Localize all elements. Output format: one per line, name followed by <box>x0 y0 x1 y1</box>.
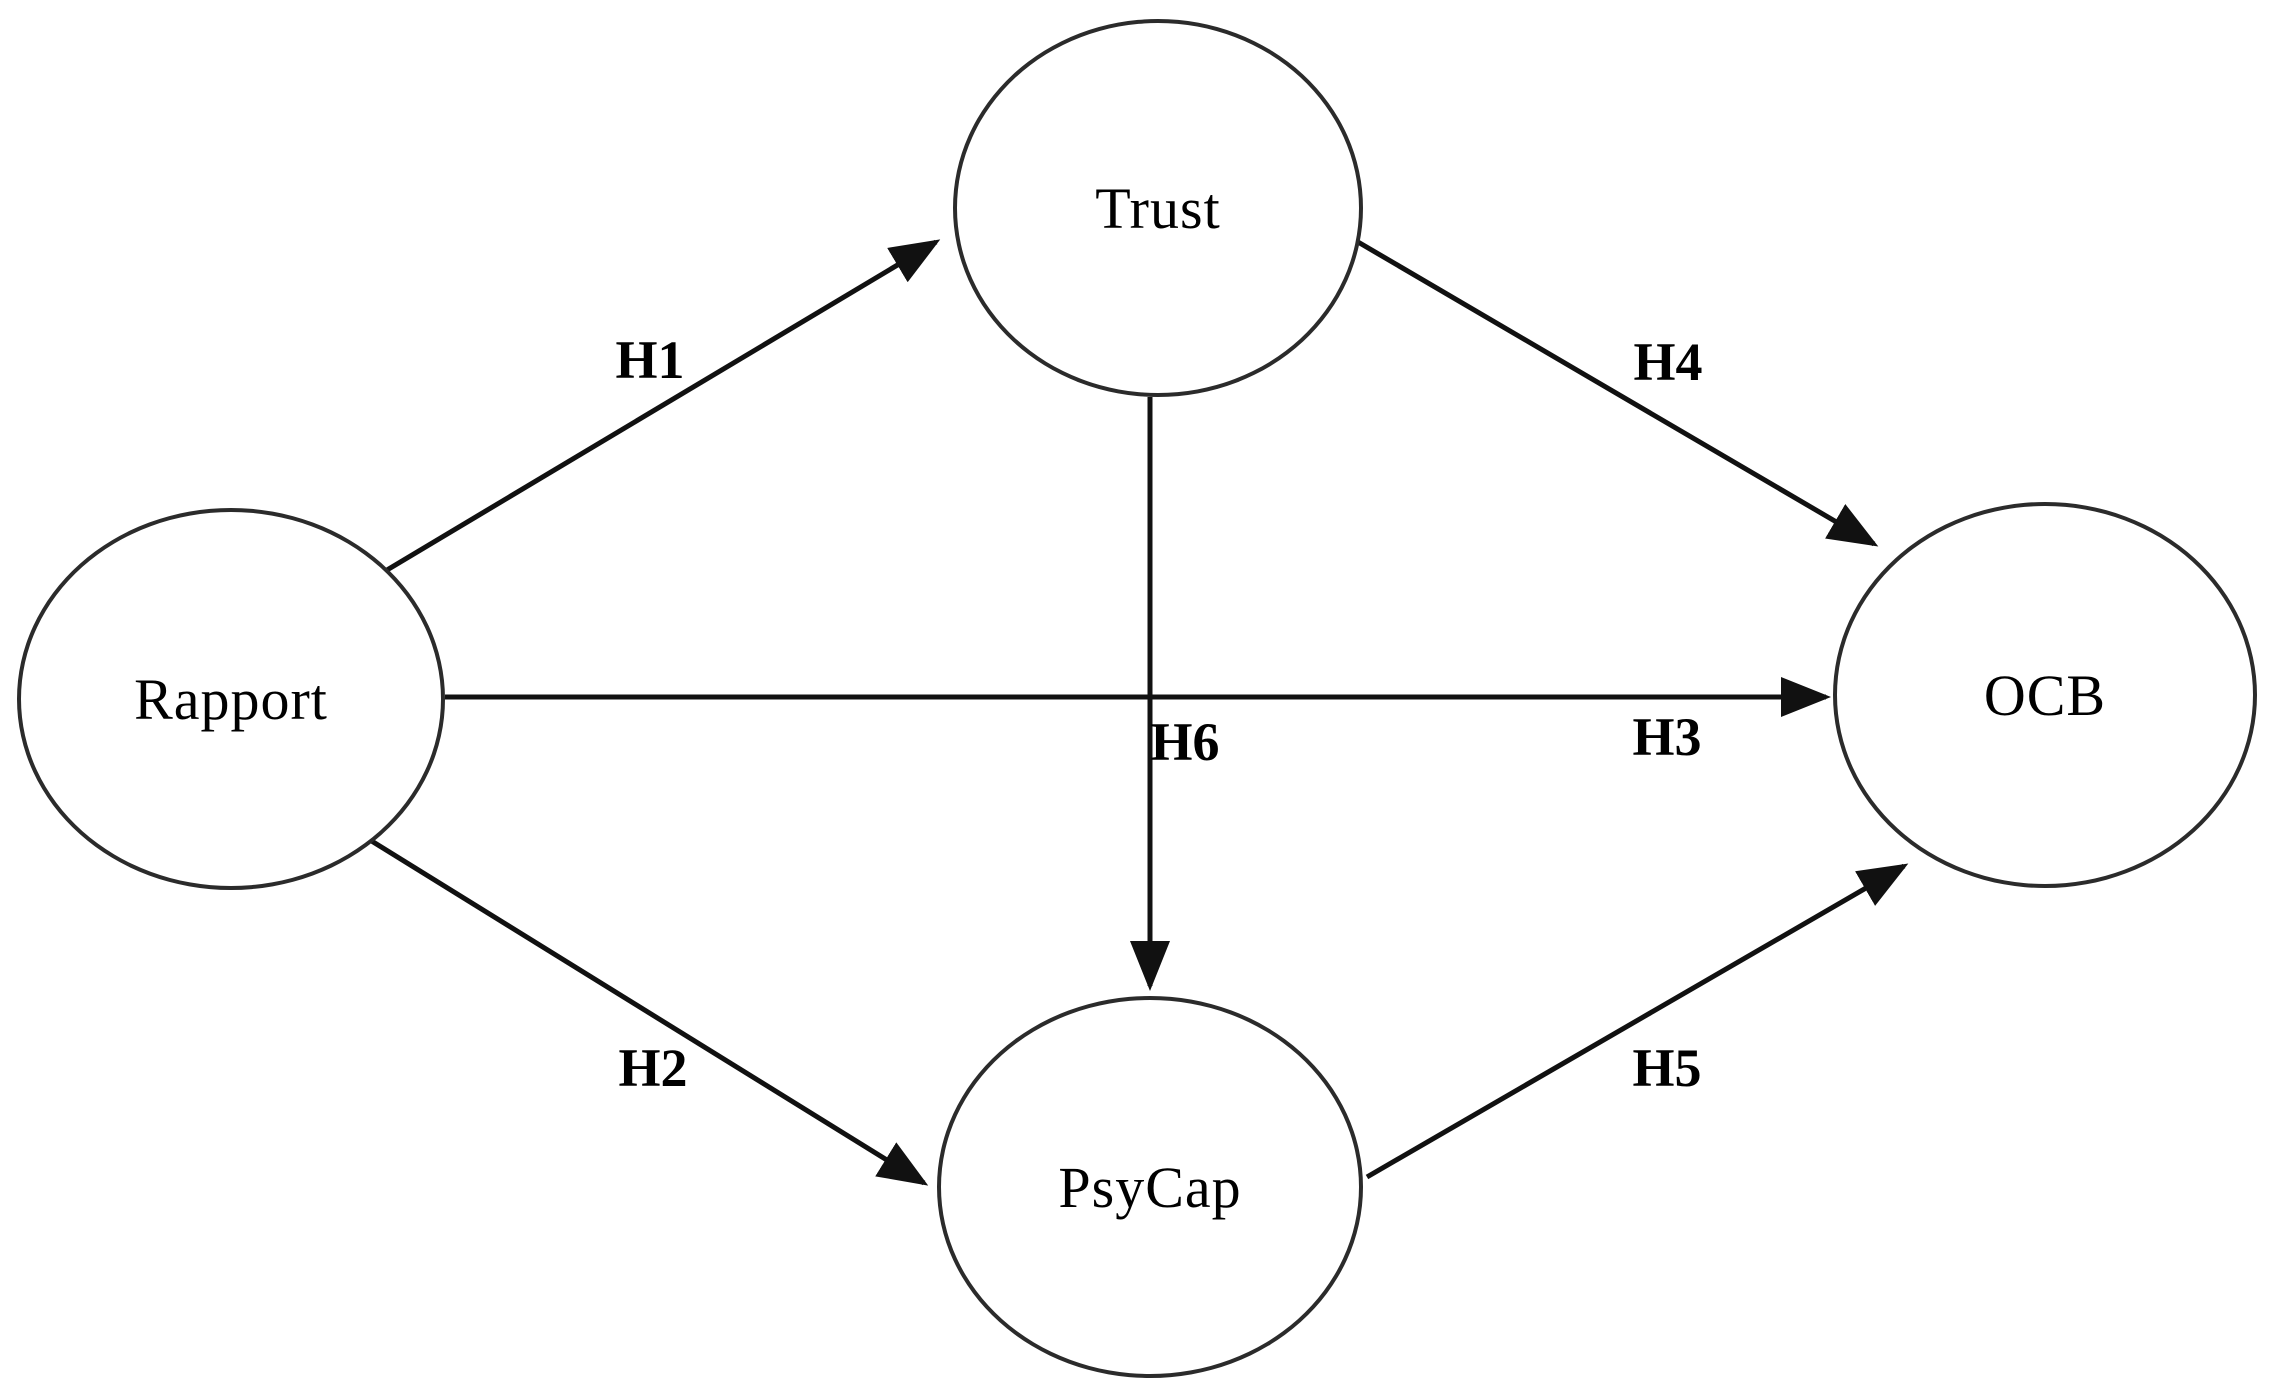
edge-h4-trust-to-ocb <box>1356 239 1879 547</box>
edge-label-h1: H1 <box>615 330 685 390</box>
edge-line-h2 <box>368 837 929 1186</box>
node-trust: Trust <box>953 19 1363 397</box>
node-rapport-label: Rapport <box>134 666 328 732</box>
node-ocb: OCB <box>1833 502 2257 888</box>
node-psycap: PsyCap <box>937 996 1363 1378</box>
edge-h1-rapport-to-trust <box>385 239 941 573</box>
edge-label-h4: H4 <box>1633 332 1703 392</box>
edge-label-h5: H5 <box>1632 1038 1702 1098</box>
node-psycap-label: PsyCap <box>1058 1154 1242 1220</box>
node-rapport: Rapport <box>17 508 445 890</box>
edge-label-h6: H6 <box>1150 712 1220 772</box>
node-trust-label: Trust <box>1095 175 1221 241</box>
edge-line-h1 <box>385 239 941 573</box>
edge-h2-rapport-to-psycap <box>368 837 929 1186</box>
edge-h5-psycap-to-ocb <box>1365 863 1909 1180</box>
edge-line-h4 <box>1356 239 1879 547</box>
node-ocb-label: OCB <box>1983 662 2107 728</box>
edge-label-h3: H3 <box>1632 707 1702 767</box>
edge-line-h5 <box>1365 863 1909 1180</box>
edge-label-h2: H2 <box>618 1038 688 1098</box>
